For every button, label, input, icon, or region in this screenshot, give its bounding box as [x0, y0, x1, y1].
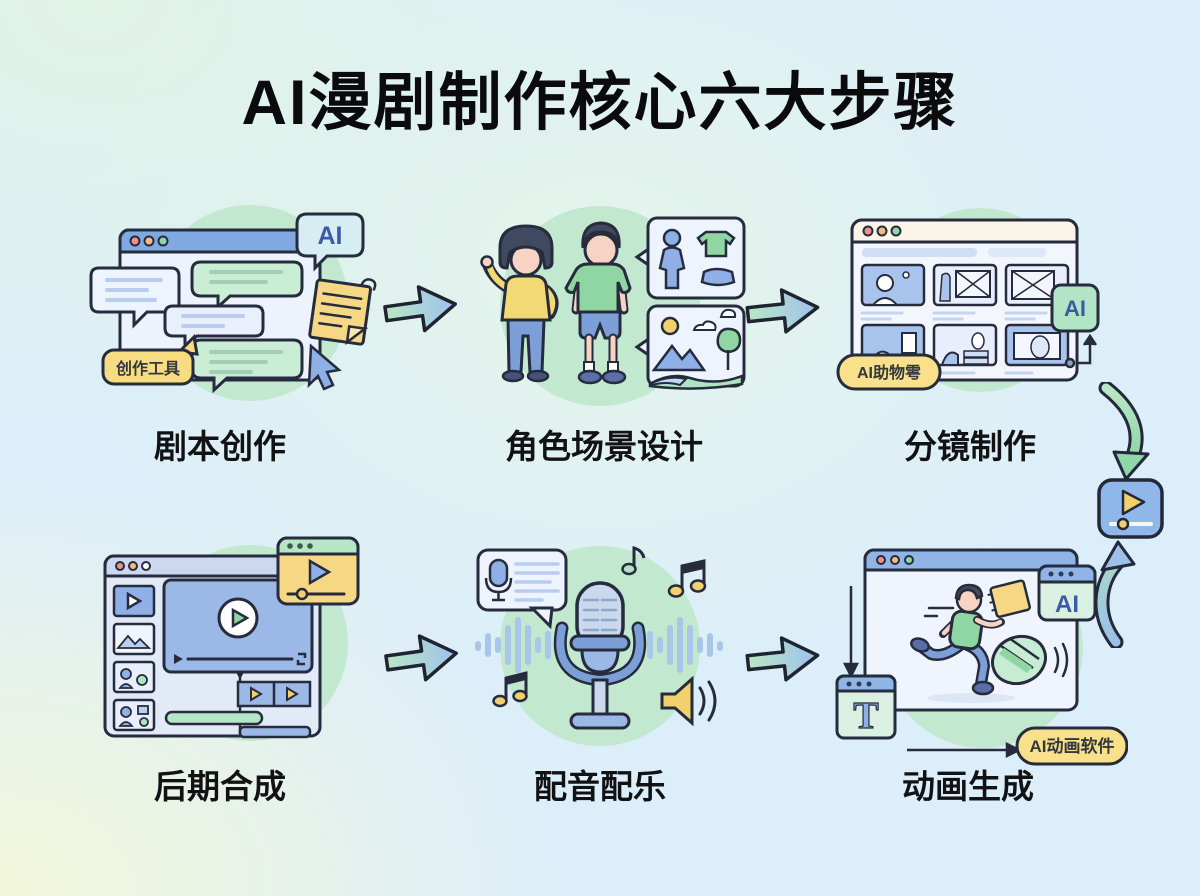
- traffic-lights-icon: [862, 225, 902, 237]
- mini-microphone-icon: [488, 558, 509, 588]
- chat-bubble-blue-icon: [89, 266, 181, 329]
- play-icon: [250, 686, 263, 702]
- sun-icon: [660, 316, 680, 336]
- illustration-storyboard: AI AI助物雩: [836, 208, 1100, 392]
- play-icon: [231, 607, 250, 629]
- speaker-icon: [660, 675, 717, 727]
- speed-lines-icon: [923, 606, 955, 618]
- text-lines: [514, 562, 560, 602]
- illustration-script-creation: AI 创作工具: [89, 205, 377, 401]
- cloud-icon: [692, 320, 717, 331]
- flow-arrow-5-6-icon: [745, 636, 820, 682]
- music-note-icon: [667, 559, 707, 598]
- traffic-lights-icon: [129, 235, 169, 247]
- costume-panel: [634, 216, 746, 300]
- flow-arrow-1-2-icon: [383, 285, 457, 333]
- ball-icon: [991, 634, 1069, 686]
- cursor-icon: [307, 343, 342, 391]
- step-label-voice: 配音配乐: [534, 768, 666, 805]
- connector-arrow-up-icon: [1064, 333, 1098, 369]
- illustration-animation: AI T AI动画软件: [835, 548, 1128, 766]
- animation-window: [863, 548, 1079, 712]
- traffic-lights-icon: [287, 543, 313, 549]
- step-label-animation: 动画生成: [902, 768, 1034, 805]
- ai-badge-label: AI: [318, 222, 343, 250]
- traffic-lights-icon: [1048, 571, 1074, 577]
- video-player-icon: [1097, 478, 1164, 539]
- note-card-icon: [987, 579, 1031, 619]
- page-title: AI漫剧制作核心六大步骤: [241, 68, 959, 138]
- ai-badge-label: AI: [1055, 591, 1079, 618]
- step-label-storyboard: 分镜制作: [904, 428, 1036, 465]
- flow-arrow-2-3-icon: [745, 288, 820, 334]
- ai-assistant-tag: AI助物雩: [836, 353, 942, 391]
- running-character: [910, 583, 1005, 696]
- music-note-icon: [621, 546, 646, 576]
- cloud-icon: [719, 308, 737, 318]
- motion-arcs-icon: [1053, 642, 1069, 678]
- ai-software-tag-label: AI动画软件: [1030, 736, 1115, 756]
- step-label-character: 角色场景设计: [505, 428, 703, 465]
- river-icon: [651, 376, 688, 387]
- curved-arrow-up-icon: [1094, 540, 1136, 648]
- scene-panel: [634, 304, 746, 390]
- play-icon: [1121, 489, 1146, 516]
- sticky-note-icon: [308, 278, 377, 346]
- ai-software-tag: AI动画软件: [1015, 726, 1128, 766]
- right-arrow-icon: [907, 741, 1022, 759]
- tool-tag-label: 创作工具: [115, 359, 180, 378]
- mannequin-icon: [658, 228, 686, 290]
- shadow: [927, 693, 1015, 703]
- preview-window: [276, 536, 360, 606]
- tool-tag: 创作工具: [101, 333, 199, 386]
- step-label-script: 剧本创作: [154, 428, 286, 465]
- playhead-icon: [236, 672, 244, 680]
- ai-badge: AI: [1050, 283, 1100, 333]
- text-lines: [105, 278, 245, 328]
- illustration-voice-music: [475, 546, 723, 746]
- ai-assistant-tag-label: AI助物雩: [857, 363, 921, 382]
- ai-mini-window: AI: [1037, 564, 1097, 622]
- play-icon: [174, 654, 183, 664]
- down-arrow-icon: [842, 586, 860, 679]
- text-tool-window: T: [835, 674, 897, 740]
- traffic-lights-icon: [846, 681, 872, 687]
- curved-arrow-down-icon: [1098, 382, 1150, 481]
- mountains-icon: [651, 343, 707, 372]
- text-lines: [209, 270, 283, 374]
- music-note-icon: [492, 671, 528, 708]
- boy-character: [564, 221, 632, 385]
- ai-speech-bubble: AI: [295, 212, 365, 272]
- illustration-compositing: [103, 536, 360, 741]
- microphone-icon: [553, 581, 647, 730]
- play-icon: [308, 558, 332, 586]
- ai-badge-label: AI: [1064, 296, 1086, 321]
- tree-icon: [716, 327, 742, 370]
- shirt-icon: [696, 230, 736, 258]
- progress-knob-icon: [295, 587, 309, 601]
- shorts-icon: [700, 267, 736, 287]
- progress-knob-icon: [1116, 517, 1130, 531]
- text-tool-label: T: [853, 695, 878, 737]
- traffic-lights-icon: [115, 561, 151, 571]
- fullscreen-icon: [296, 652, 307, 666]
- panel-sketches: [868, 270, 1067, 366]
- waveform-icon: [475, 617, 723, 673]
- voice-bubble: [476, 548, 568, 630]
- girl-character: [480, 224, 559, 383]
- illustration-character-scene: [480, 206, 746, 406]
- play-icon: [286, 686, 299, 702]
- flow-arrow-4-5-icon: [384, 634, 458, 682]
- timeline: [164, 672, 312, 739]
- clip-bin: [112, 584, 156, 732]
- step-label-compositing: 后期合成: [154, 768, 286, 805]
- traffic-lights-icon: [876, 555, 914, 565]
- editor-window: [103, 554, 322, 739]
